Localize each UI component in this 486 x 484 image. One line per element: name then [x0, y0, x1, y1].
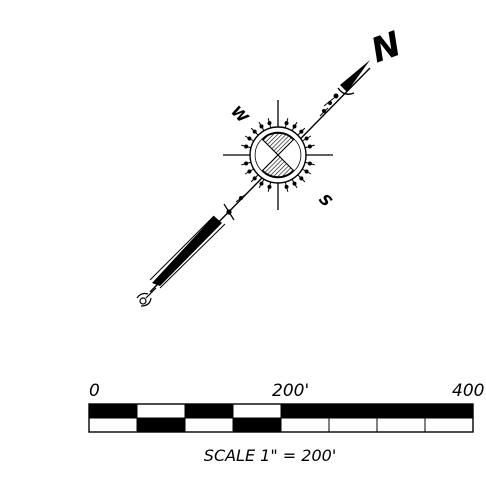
compass-spike-dot	[307, 161, 312, 166]
scale-bar-frame	[88, 403, 474, 433]
scale-caption: SCALE 1" = 200'	[204, 446, 336, 465]
scale-bar-segment	[424, 417, 474, 433]
tail-ornament	[136, 287, 157, 307]
compass-spike-dot	[284, 184, 289, 189]
compass-spike-dot	[292, 181, 297, 186]
compass-spike-dot	[304, 136, 309, 141]
north-arrowhead	[319, 60, 370, 117]
scale-label-0: 0	[89, 381, 100, 401]
scale-bar-segment	[232, 417, 282, 433]
compass-spike-dot	[247, 169, 252, 174]
scale-bar-segment	[328, 403, 378, 419]
compass-spike-dot	[267, 184, 272, 189]
scale-label-400: 400'	[452, 381, 486, 401]
compass-spike-dot	[244, 161, 249, 166]
tail-feather	[149, 215, 226, 289]
compass-spike-dot	[299, 129, 304, 134]
scale-bar-segment	[184, 417, 234, 433]
compass-spike-dot	[259, 124, 264, 129]
scale-bar-segment	[424, 403, 474, 419]
scale-label-200: 200'	[272, 381, 309, 401]
tail-shaft-beads	[223, 193, 247, 221]
scale-bar-segments	[88, 403, 474, 433]
south-letter: S	[315, 190, 335, 210]
scale-bar-segment	[184, 403, 234, 419]
scale-bar-segment	[280, 403, 330, 419]
north-letter: N	[366, 24, 406, 71]
scale-bar-segment	[376, 417, 426, 433]
compass-spike-dot	[247, 136, 252, 141]
compass-spike-dot	[267, 121, 272, 126]
compass-rose-spikes	[223, 100, 333, 210]
compass-spike-dot	[252, 129, 257, 134]
north-arrow: N W S	[136, 24, 406, 307]
compass-spike-dot	[259, 181, 264, 186]
scale-bar-segment	[232, 403, 282, 419]
scale-bar-segment	[88, 403, 138, 419]
scale-bar-segment	[136, 417, 186, 433]
scale-bar-segment	[280, 417, 330, 433]
scale-bar-segment	[136, 403, 186, 419]
scale-bar-segment	[328, 417, 378, 433]
scale-bar: 0 200' 400' SCALE 1" = 200'	[88, 381, 486, 465]
compass-spike-dot	[252, 176, 257, 181]
compass-spike-dot	[244, 144, 249, 149]
scale-bar-segment	[376, 403, 426, 419]
compass-center-disk	[254, 131, 302, 179]
compass-spike-dot	[292, 124, 297, 129]
scale-bar-segment	[88, 417, 138, 433]
west-letter: W	[227, 102, 252, 127]
compass-spike-dot	[307, 144, 312, 149]
compass-spike-dot	[299, 176, 304, 181]
compass-spike-dot	[284, 121, 289, 126]
compass-spike-dot	[304, 169, 309, 174]
